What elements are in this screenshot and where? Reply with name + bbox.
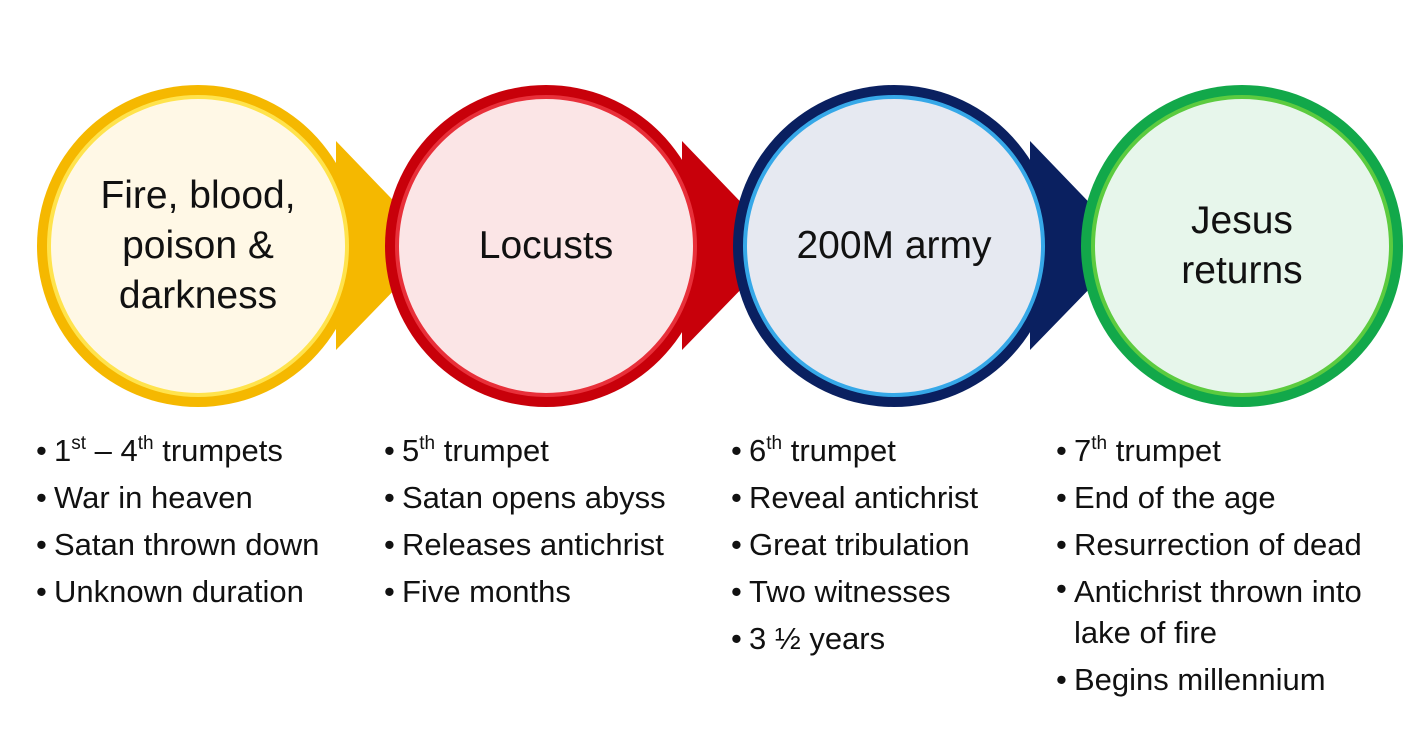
stage-2-bullet-3: Releases antichrist <box>384 521 666 568</box>
stage-4-shape <box>1081 85 1403 407</box>
stage-2-title: Locusts <box>421 221 671 271</box>
stage-1-bullet-4: Unknown duration <box>36 568 319 615</box>
stage-3-bullet-2: Reveal antichrist <box>731 474 978 521</box>
stage-3-title: 200M army <box>769 221 1019 271</box>
stage-4-bullet-5: Begins millennium <box>1056 656 1401 703</box>
stage-2-title-line-1: Locusts <box>478 224 614 267</box>
stage-4-title-line-2: returns <box>1181 249 1303 292</box>
stage-2-bullets: 5th trumpet Satan opens abyss Releases a… <box>384 427 666 615</box>
stage-3-title-line-1: 200M army <box>796 224 992 267</box>
stage-1-bullet-1: 1st – 4th trumpets <box>36 427 319 474</box>
stage-1-title: Fire, blood, poison & darkness <box>73 171 323 321</box>
stage-3-bullet-5: 3 ½ years <box>731 615 978 662</box>
stage-4-title: Jesus returns <box>1117 196 1367 296</box>
stage-2-bullet-2: Satan opens abyss <box>384 474 666 521</box>
stage-3-pointer <box>1030 141 1131 350</box>
stage-3-fill <box>743 95 1045 397</box>
stage-3-bullets: 6th trumpet Reveal antichrist Great trib… <box>731 427 978 662</box>
stage-2-pointer <box>682 141 783 350</box>
stage-1-title-line-1: Fire, blood, <box>100 174 296 217</box>
stage-2-bullet-4: Five months <box>384 568 666 615</box>
stage-3-bullet-3: Great tribulation <box>731 521 978 568</box>
stage-1-fill <box>47 95 349 397</box>
stage-4-bullet-2: End of the age <box>1056 474 1401 521</box>
stage-3-bullet-1: 6th trumpet <box>731 427 978 474</box>
stage-1-title-line-3: darkness <box>118 274 278 317</box>
stage-1-title-line-2: poison & <box>122 224 274 267</box>
stage-3-shape <box>733 85 1131 407</box>
stage-1-bullet-3: Satan thrown down <box>36 521 319 568</box>
stage-4-bullet-4: Antichrist thrown into lake of fire <box>1056 568 1374 656</box>
stage-1-bullets: 1st – 4th trumpets War in heaven Satan t… <box>36 427 319 615</box>
stage-1-shape <box>37 85 437 407</box>
stage-2-shape <box>385 85 783 407</box>
stage-2-bullet-1: 5th trumpet <box>384 427 666 474</box>
stage-1-bullet-2: War in heaven <box>36 474 319 521</box>
stage-4-bullet-3: Resurrection of dead <box>1056 521 1401 568</box>
stage-4-fill <box>1091 95 1393 397</box>
stage-4-title-line-1: Jesus <box>1191 199 1293 242</box>
stage-4-bullet-1: 7th trumpet <box>1056 427 1401 474</box>
stage-3-bullet-4: Two witnesses <box>731 568 978 615</box>
stage-4-bullets: 7th trumpet End of the age Resurrection … <box>1056 427 1401 703</box>
stage-2-fill <box>395 95 697 397</box>
